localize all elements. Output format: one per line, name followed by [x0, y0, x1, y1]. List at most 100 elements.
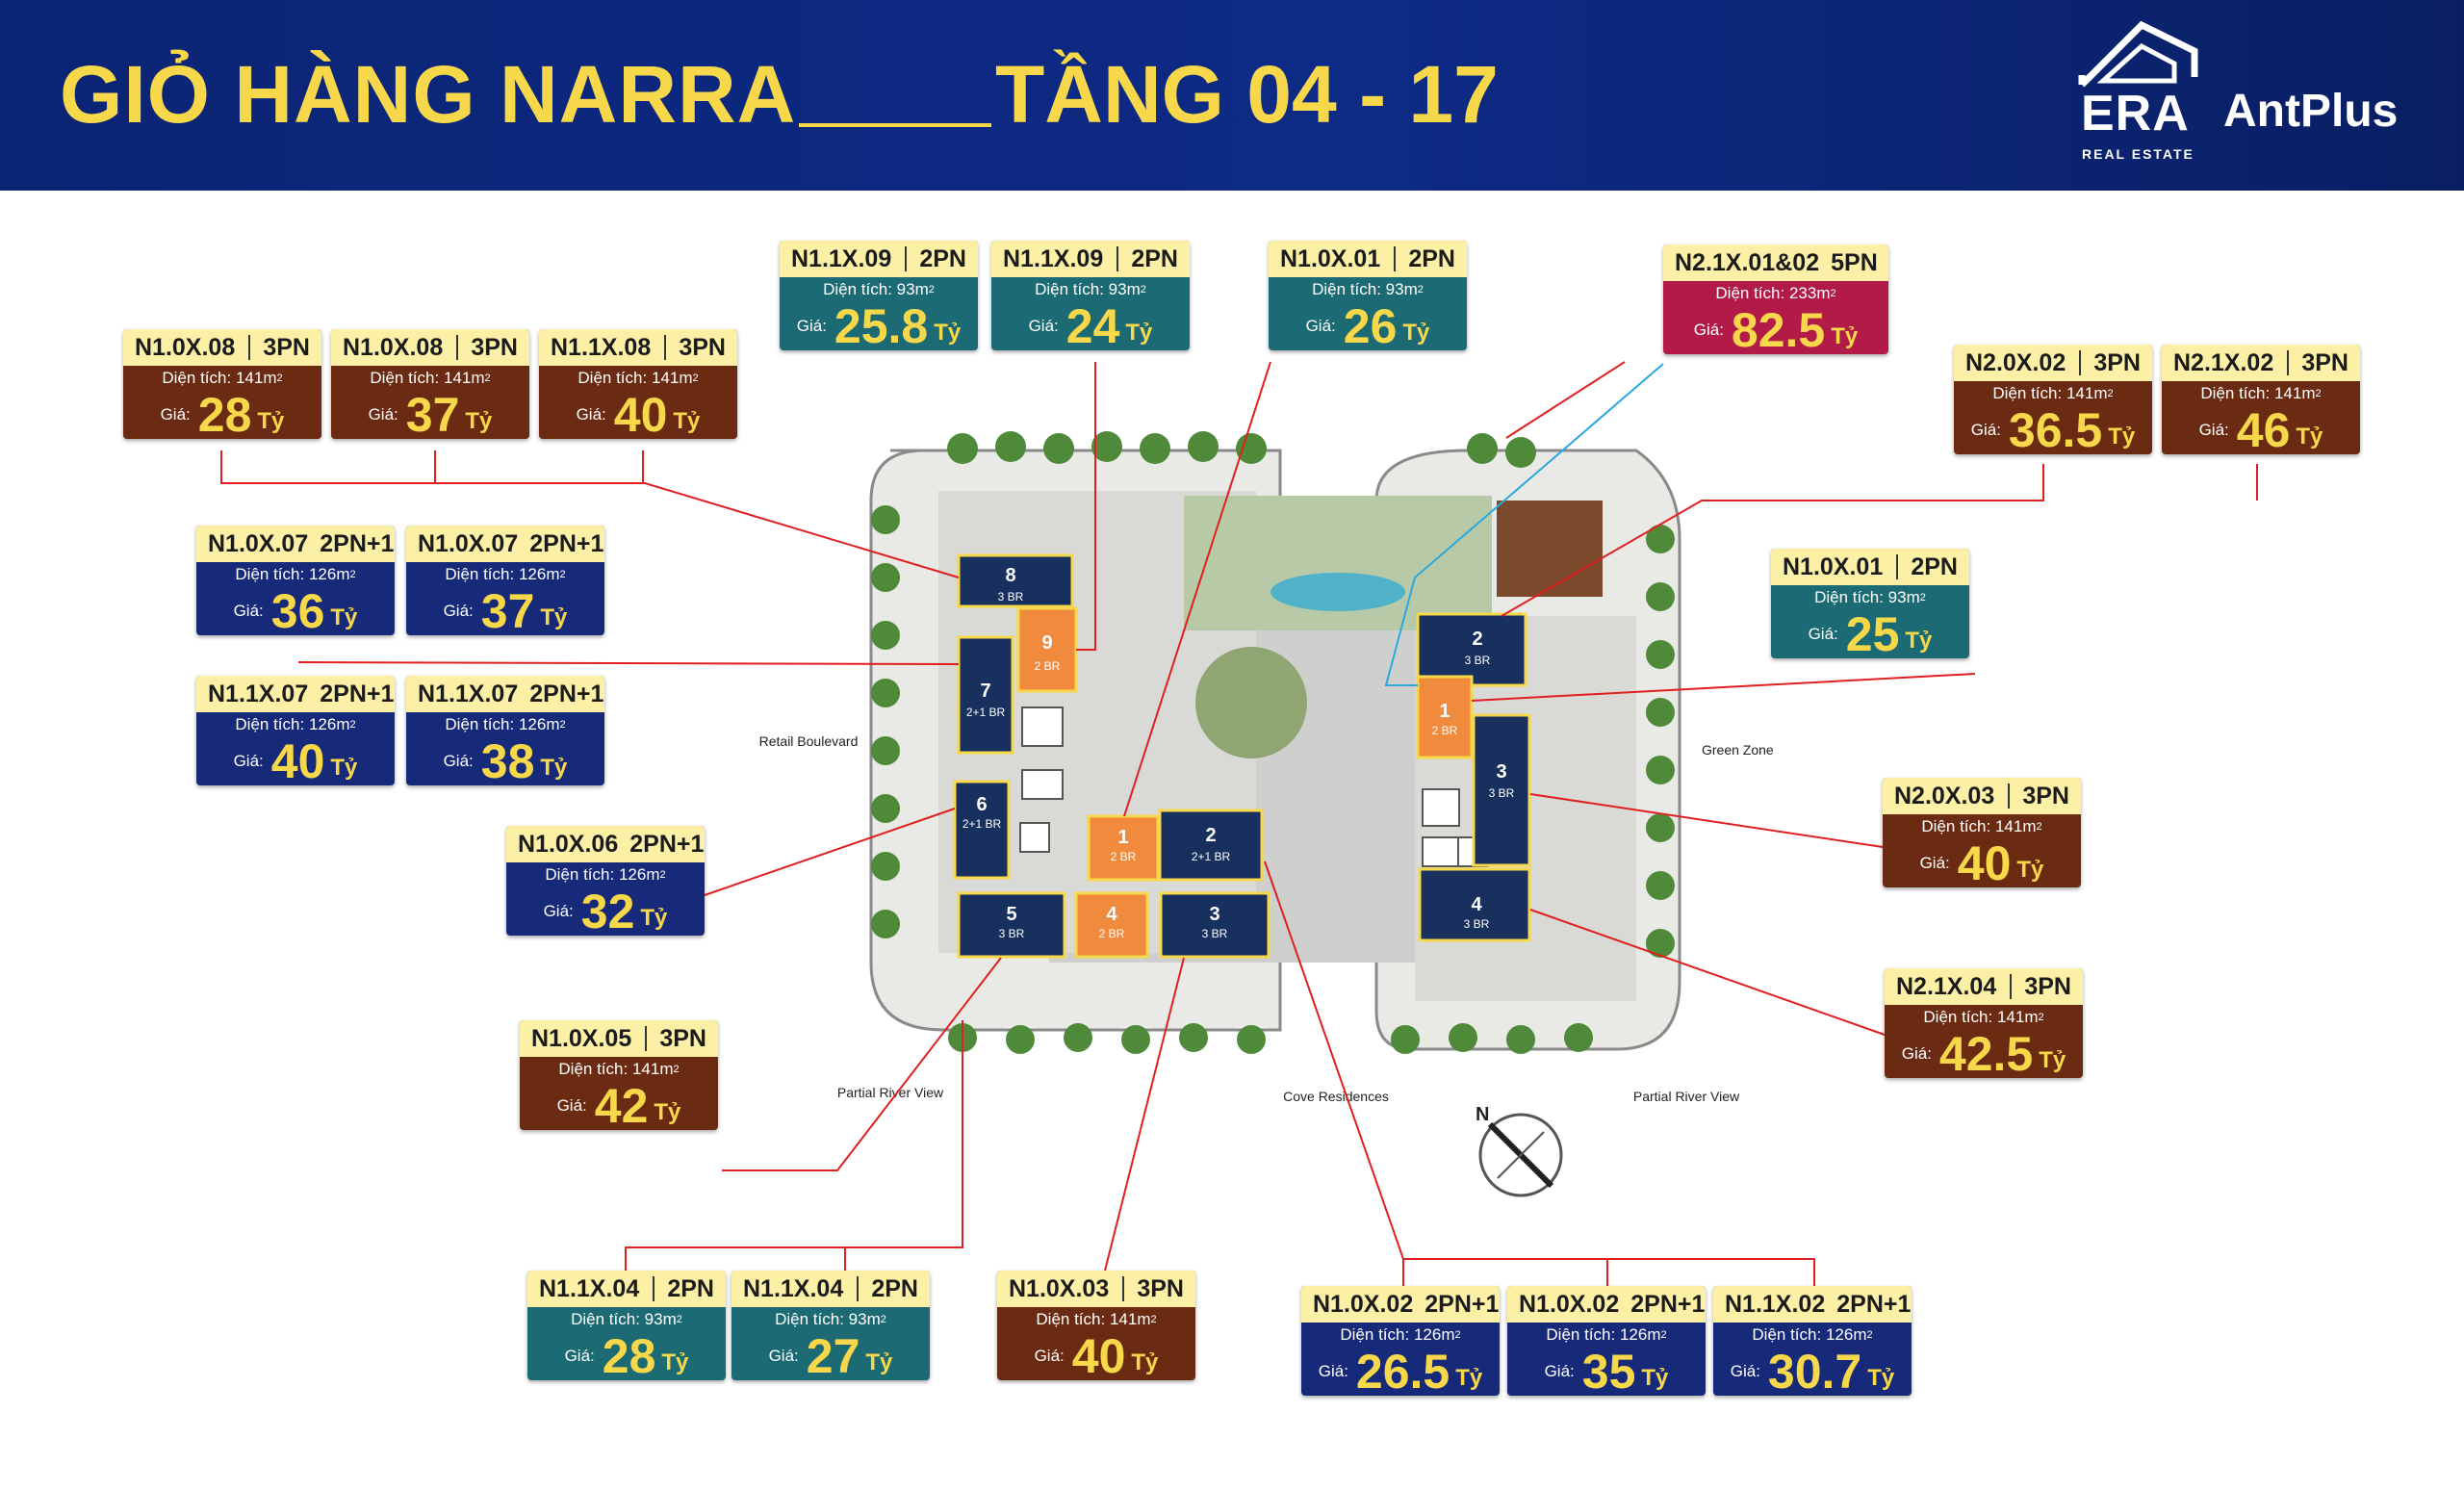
unit-bedrooms: 2PN: [1911, 552, 1958, 580]
unit-block-8[interactable]: 8 3 BR: [957, 553, 1074, 608]
view-label-cove: Cove Residences: [1283, 1089, 1389, 1104]
unit-block-2-right[interactable]: 2 3 BR: [1416, 612, 1527, 687]
view-label-green-zone: Green Zone: [1702, 742, 1774, 758]
unit-block-7[interactable]: 7 2+1 BR: [957, 635, 1014, 755]
unit-area: 126: [618, 865, 647, 884]
unit-price: 28: [602, 1329, 656, 1380]
unit-code: N1.0X.03: [1009, 1274, 1110, 1302]
unit-bedrooms: 2PN+1: [320, 529, 395, 557]
unit-area: 126: [518, 715, 547, 733]
unit-bedrooms: 2PN+1: [1424, 1290, 1500, 1318]
unit-block-type: 2+1 BR: [966, 706, 1006, 719]
unit-bedrooms: 3PN: [263, 333, 310, 361]
unit-code: N1.0X.08: [343, 333, 444, 361]
unit-bedrooms: 2PN: [1408, 244, 1455, 272]
unit-area: 141: [1996, 1008, 2025, 1026]
unit-block-type: 2 BR: [1099, 927, 1125, 940]
header-banner: [0, 0, 2464, 191]
unit-block-4-right[interactable]: 4 3 BR: [1418, 867, 1531, 942]
unit-block-num: 3: [1209, 904, 1219, 925]
unit-bedrooms: 3PN: [1137, 1274, 1184, 1302]
unit-block-num: 5: [1006, 904, 1016, 925]
core-blocks-icon: [1019, 706, 1488, 867]
unit-block-type: 2+1 BR: [1192, 850, 1231, 863]
unit-bedrooms: 2PN+1: [1836, 1290, 1912, 1318]
unit-price: 37: [405, 388, 460, 439]
unit-block-type: 2 BR: [1111, 850, 1137, 863]
view-label-river-left: Partial River View: [837, 1085, 944, 1100]
unit-bedrooms: 2PN: [667, 1274, 714, 1302]
unit-price: 27: [806, 1329, 860, 1380]
unit-area: 93: [644, 1310, 663, 1328]
unit-block-4-left[interactable]: 4 2 BR: [1074, 891, 1149, 959]
unit-bedrooms: 3PN: [2022, 782, 2069, 809]
unit-block-1-right[interactable]: 1 2 BR: [1416, 675, 1474, 759]
floor-range-title: TẦNG 04 - 17: [995, 49, 1499, 140]
unit-code: N1.0X.02: [1519, 1290, 1620, 1318]
unit-price: 42.5: [1938, 1027, 2034, 1078]
unit-code: N1.0X.01: [1280, 244, 1381, 272]
unit-bedrooms: 3PN: [2093, 348, 2141, 376]
unit-block-5-left[interactable]: 5 3 BR: [957, 891, 1066, 959]
unit-block-1-left[interactable]: 1 2 BR: [1087, 814, 1160, 882]
unit-area: 126: [308, 565, 337, 583]
view-label-river-right: Partial River View: [1633, 1089, 1740, 1104]
unit-bedrooms: 2PN+1: [629, 830, 705, 858]
unit-code: N1.1X.07: [418, 680, 519, 707]
unit-area: 93: [1887, 588, 1907, 606]
unit-block-3-right[interactable]: 3 3 BR: [1472, 713, 1531, 867]
unit-price: 40: [1071, 1329, 1126, 1380]
unit-block-3-left[interactable]: 3 3 BR: [1159, 891, 1270, 959]
unit-area: 141: [2273, 384, 2302, 402]
unit-code: N1.0X.05: [531, 1024, 632, 1052]
unit-code: N1.0X.01: [1783, 552, 1884, 580]
unit-code: N1.1X.09: [1003, 244, 1104, 272]
unit-area: 141: [2066, 384, 2094, 402]
unit-area: 141: [443, 369, 472, 387]
unit-block-2-left[interactable]: 2 2+1 BR: [1158, 809, 1264, 882]
unit-code: N1.1X.08: [551, 333, 652, 361]
unit-block-num: 1: [1439, 701, 1450, 722]
unit-block-num: 4: [1106, 904, 1117, 925]
unit-price: 26.5: [1355, 1345, 1450, 1396]
pool-icon: [1270, 573, 1405, 611]
unit-price: 30.7: [1767, 1345, 1862, 1396]
unit-block-6[interactable]: 6 2+1 BR: [953, 780, 1011, 880]
unit-code: N2.0X.03: [1894, 782, 1995, 809]
unit-price: 46: [2236, 403, 2291, 454]
era-logo-subtitle: REAL ESTATE: [2082, 146, 2194, 162]
unit-bedrooms: 2PN: [1131, 244, 1178, 272]
unit-price: 42: [594, 1079, 649, 1130]
unit-bedrooms: 3PN: [659, 1024, 706, 1052]
central-tree-icon: [1195, 647, 1307, 758]
unit-area: 126: [1619, 1325, 1648, 1344]
unit-area: 141: [631, 1060, 660, 1078]
unit-block-num: 4: [1471, 894, 1482, 915]
unit-price: 40: [270, 734, 325, 785]
unit-block-type: 3 BR: [1464, 917, 1490, 931]
